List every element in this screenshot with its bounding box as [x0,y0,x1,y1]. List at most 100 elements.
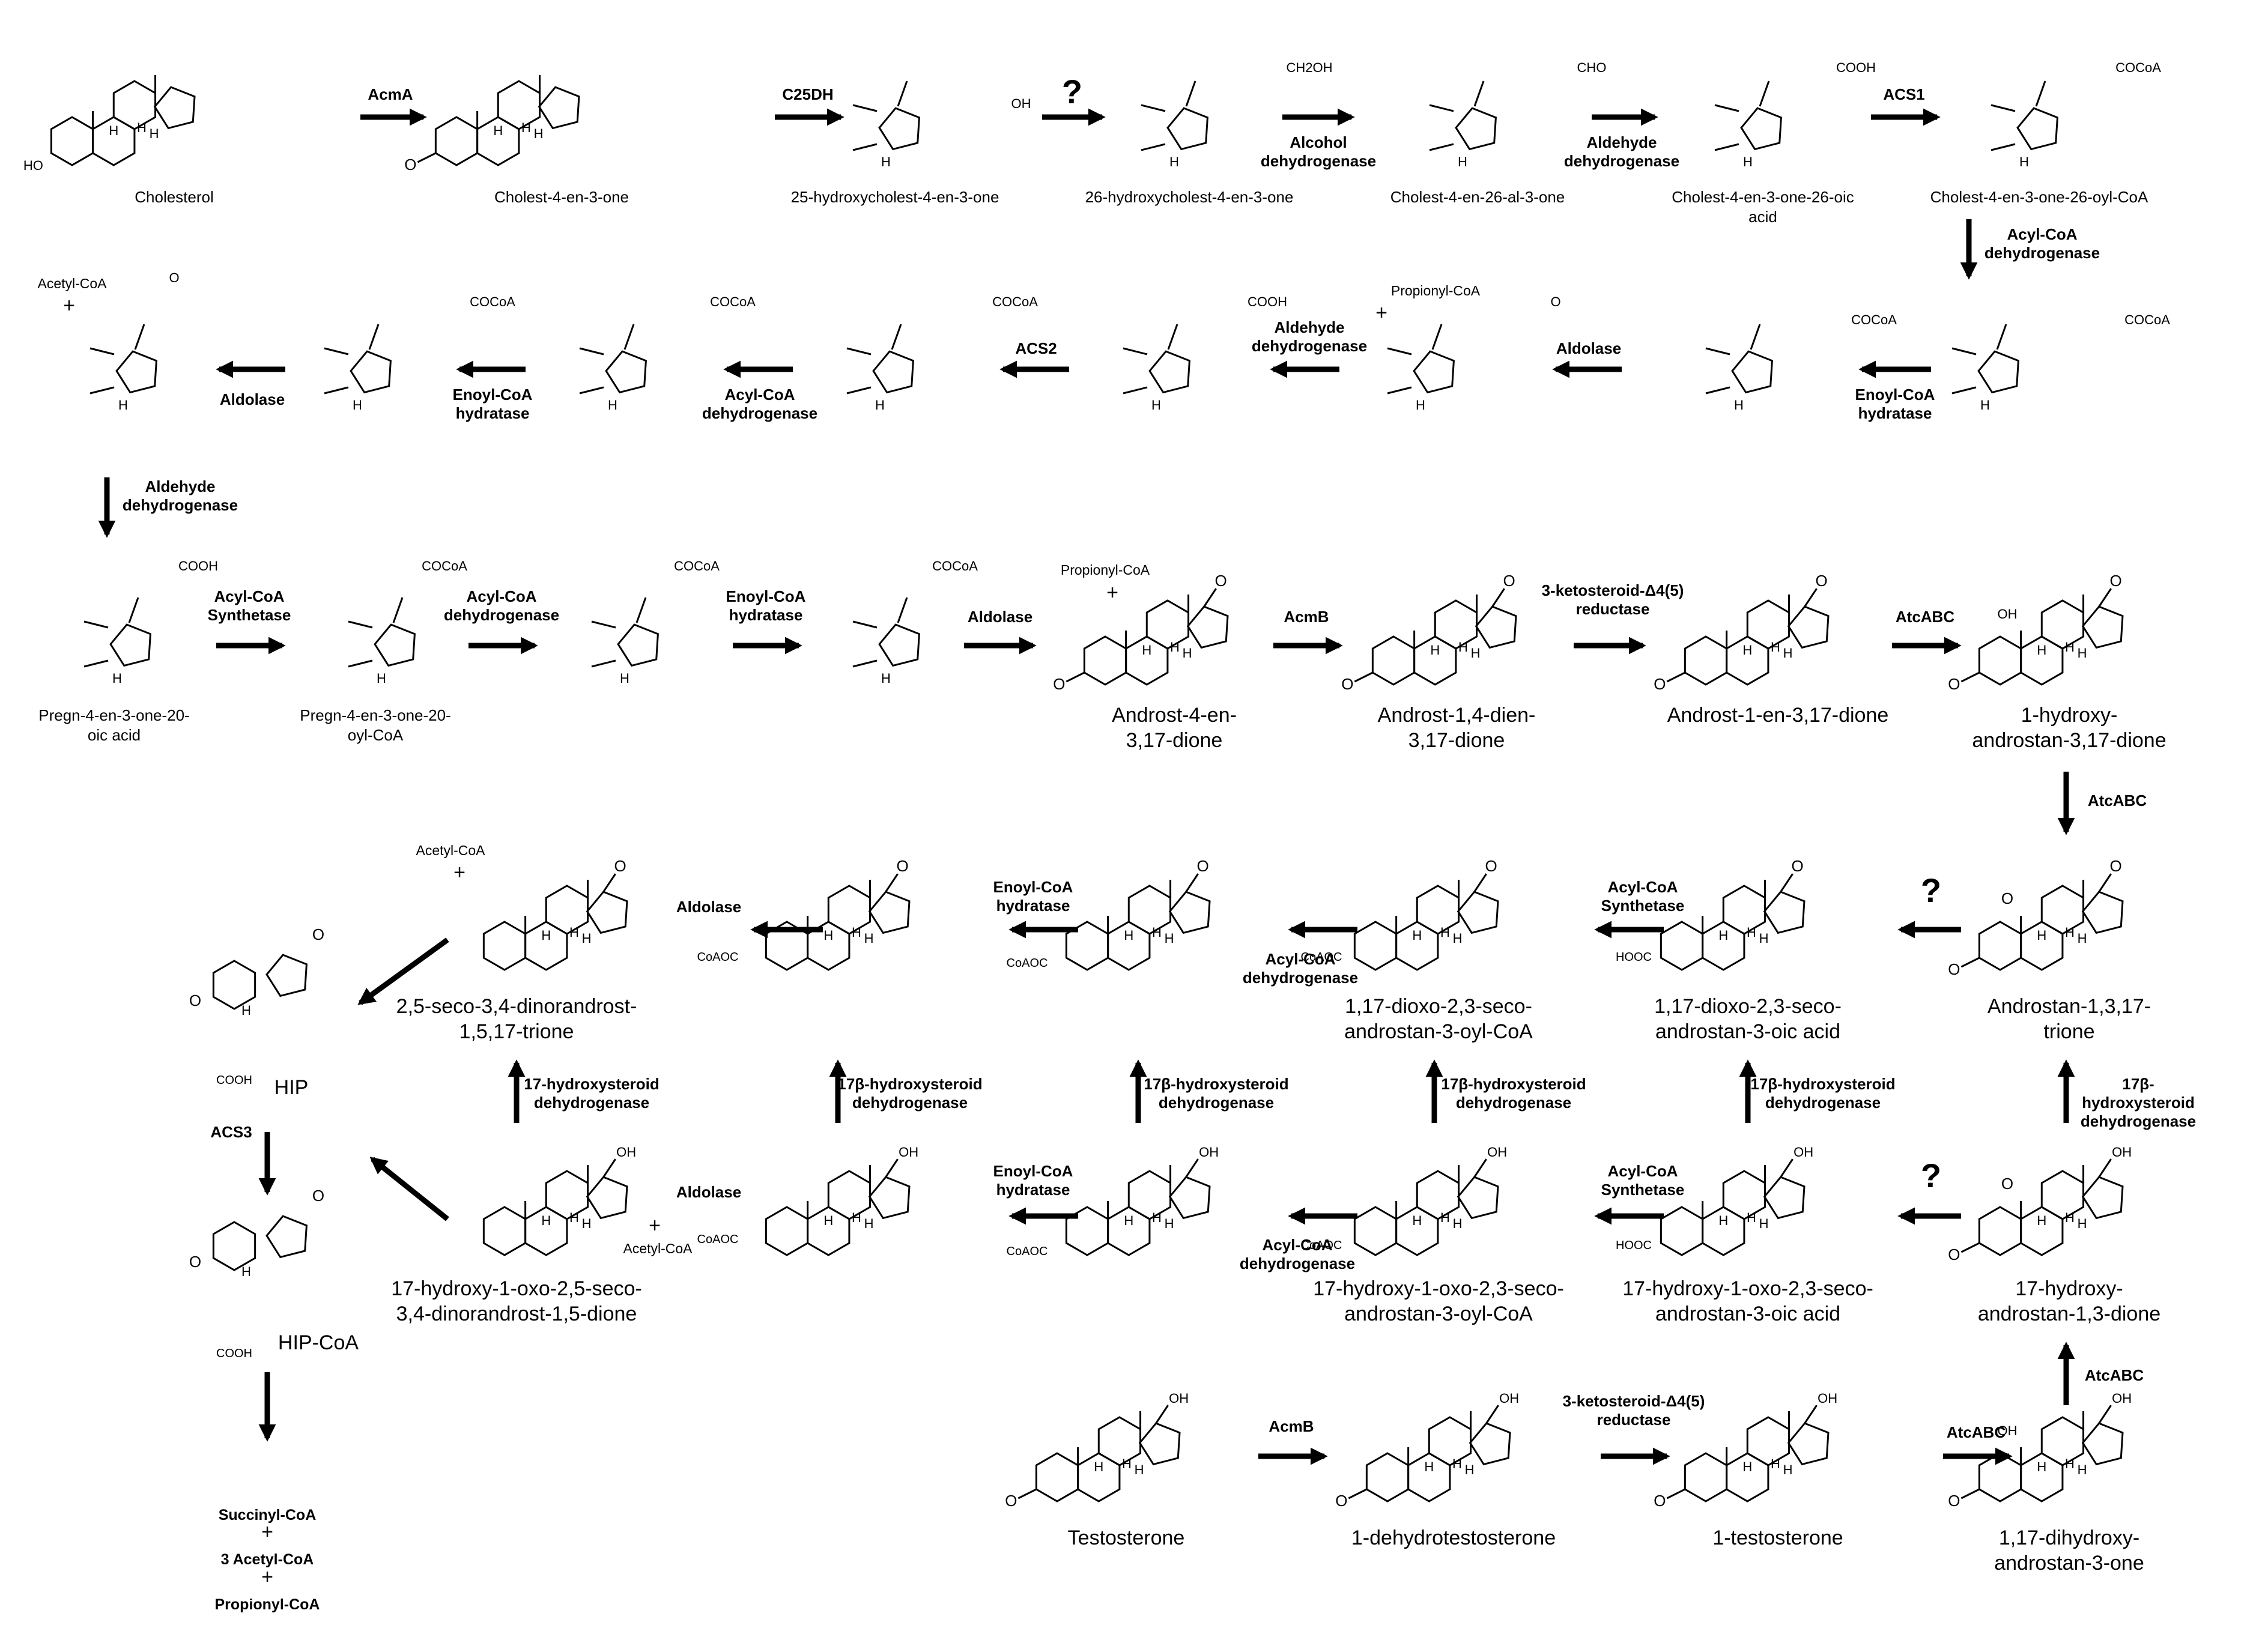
mol-pregn-hydroxy-methyl-2 [852,659,878,668]
mol-hoxo-enoyl-ring-c [1127,1170,1172,1220]
mol-hoxo-enoyl-oh17: OH [1199,1145,1219,1160]
mol-dihydroxy-ring-d [2081,1422,2124,1466]
mol-hydroxyacyl-1-methyl-2 [1705,386,1730,395]
unknown-step-2: ? [1920,871,1942,909]
mol-hoxo-coa-ring-a [1353,1206,1398,1256]
mol-dioxo-acid-h-8: H [1747,925,1756,940]
mol-hoxo-acid-oh17-bond [1780,1158,1793,1178]
mol-pregn-acid-chain [128,597,139,623]
mol-h1and-ring-a [1978,635,2022,686]
mol-cholesterol-h-8: H [137,120,147,135]
enzyme-acyl-synth-3: Acyl-CoA Synthetase [1601,1162,1685,1199]
mol-hoxo-hydroxy-h-14: H [864,1216,874,1231]
mol-hydroxyacyl-2-ring [350,350,392,394]
mol-hoxo-acid-oh17: OH [1793,1145,1813,1160]
mol-enoyl-seco-o17-bond [1185,873,1199,892]
enzyme-acs2: ACS2 [1015,339,1057,357]
mol-h17-dione-ring-a [1978,1206,2022,1256]
mol-testosterone-oh17: OH [1169,1391,1189,1406]
mol-aldehyde-1-group: O [1550,294,1560,309]
compound-cholestenoyl-coa: Cholest-4-en-3-one-26-oyl-CoA [1930,188,2148,206]
enzyme-acyl-dh-4: Acyl-CoA dehydrogenase [1242,950,1359,987]
mol-pregn-acid-methyl-2 [83,659,109,668]
mol-coaoc-2: CoAOC [1007,1245,1048,1258]
enzyme-acyl-synth-2: Acyl-CoA Synthetase [1601,878,1685,915]
mol-hoxo-dinor-ring-c [545,1170,589,1220]
mol-aldehyde-2-methyl-2 [89,386,115,395]
mol-hoxo-hydroxy-h-8: H [852,1210,861,1225]
mol-hipcoa-ring-b [265,1215,308,1259]
mol-hip-ring-b [265,954,308,997]
mol-enoyl-2-methyl-2 [579,386,604,395]
mol-hydroxyacyl-1-group: COCoA [1851,312,1897,327]
mol-adien-o3-bond [1354,671,1374,683]
mol-enoyl-seco-h-8: H [1152,925,1162,940]
mol-hip-h: H [241,1003,251,1018]
mol-trione-ring-a [1978,921,2022,971]
enzyme-enoyl-hyd-3: Enoyl-CoA hydratase [726,587,806,624]
enzyme-hsd17b-3: 17β-hydroxysteroid dehydrogenase [1144,1075,1289,1112]
plus-sign-4: + [453,861,465,884]
mol-aldehyde-1-methyl-2 [1387,386,1412,395]
mol-hoxo-acid-ring-d [1763,1176,1806,1220]
mol-pregn-hydroxy-ring [878,623,920,667]
mol-hipcoa-h: H [241,1264,251,1279]
mol-h17-dione-ring-c [2040,1170,2085,1220]
mol-h1and-o17: O [2110,572,2122,590]
compound-cholesterol: Cholesterol [135,188,214,206]
compound-dioxo-seco-coa: 1,17-dioxo-2,3-seco- androstan-3-oyl-CoA [1344,995,1533,1043]
mol-acid-1-chain [1167,324,1178,350]
mol-testosterone-h-9: H [1094,1459,1103,1474]
mol-testosterone-ring-a [1035,1452,1079,1502]
mol-aldehyde-1-chain [1431,324,1443,350]
mol-pregn-enoyl-ring [617,623,659,667]
enzyme-hsd17b-6: 17β-hydroxysteroid dehydrogenase [2080,1075,2197,1130]
mol-h1and-h-8: H [2065,640,2075,655]
plus-sign-1: + [63,294,75,317]
mol-hoxo-dinor-h-9: H [541,1213,551,1228]
mol-hydroxyacyl-2-h: H [353,398,362,413]
mol-aldehyde-2-chain [134,324,145,350]
mol-hoxo-dinor-h-8: H [569,1210,579,1225]
enzyme-enoyl-hyd-4: Enoyl-CoA hydratase [993,878,1073,915]
enzyme-acs3: ACS3 [210,1123,252,1141]
compound-cholestenoic-acid: Cholest-4-en-3-one-26-oic acid [1672,188,1854,226]
mol-androstenedione-o3-bond [1066,671,1085,683]
mol-acid-1-methyl-1 [1123,347,1148,356]
mol-trione-ring-d [2081,891,2124,934]
mol-pregn-coa-h: H [377,671,386,686]
mol-hoxo-dinor-ring-a [482,1206,527,1256]
mol-h25-ring [878,107,920,151]
mol-enoyl-1-h: H [1980,398,1990,413]
mol-1-testosterone-ring-d [1787,1422,1830,1466]
mol-pregn-coa-chain [392,597,404,623]
mol-enoyl-1-chain [1996,324,2007,350]
mol-pregn-enoyl-methyl-1 [591,620,616,629]
mol-adien-ring-a [1371,635,1416,686]
enzyme-enoyl-hyd-1: Enoyl-CoA hydratase [1855,386,1935,422]
mol-dinor-trione-h-8: H [569,925,579,940]
plus-sign-7: + [261,1566,273,1588]
mol-dehydrotestosterone-oh17-bond [1485,1405,1499,1424]
mol-oic26-methyl-2 [1714,143,1739,151]
mol-hydroxy-seco-h-9: H [823,928,833,943]
mol-hoxo-acid-ring-c [1722,1170,1766,1220]
mol-hoxo-acid-h-9: H [1718,1213,1728,1228]
mol-dinor-trione-o17-bond [602,873,616,892]
mol-hoxo-coa-oh17-bond [1473,1158,1487,1178]
mol-coa-1-methyl-2 [846,386,872,395]
enzyme-c25dh: C25DH [782,85,834,103]
mol-h25-methyl-1 [852,104,878,112]
mol-h17-dione-oh17-bond [2098,1158,2112,1178]
mol-testosterone-h-14: H [1135,1462,1144,1477]
mol-adien-h-9: H [1430,643,1440,658]
mol-coa26-methyl-1 [1991,104,2016,112]
mol-dehydrotestosterone-h-14: H [1465,1462,1475,1477]
mol-aen1-h-9: H [1742,643,1752,658]
mol-coaoc-4: CoAOC [697,951,739,964]
compound-pregnenoic-acid: Pregn-4-en-3-one-20- oic acid [38,706,190,744]
mol-enoyl-2-h: H [608,398,617,413]
mol-dinor-trione-h-14: H [582,931,592,946]
mol-aen1-h-14: H [1783,646,1793,661]
mol-enoyl-1-ring [1977,350,2019,394]
